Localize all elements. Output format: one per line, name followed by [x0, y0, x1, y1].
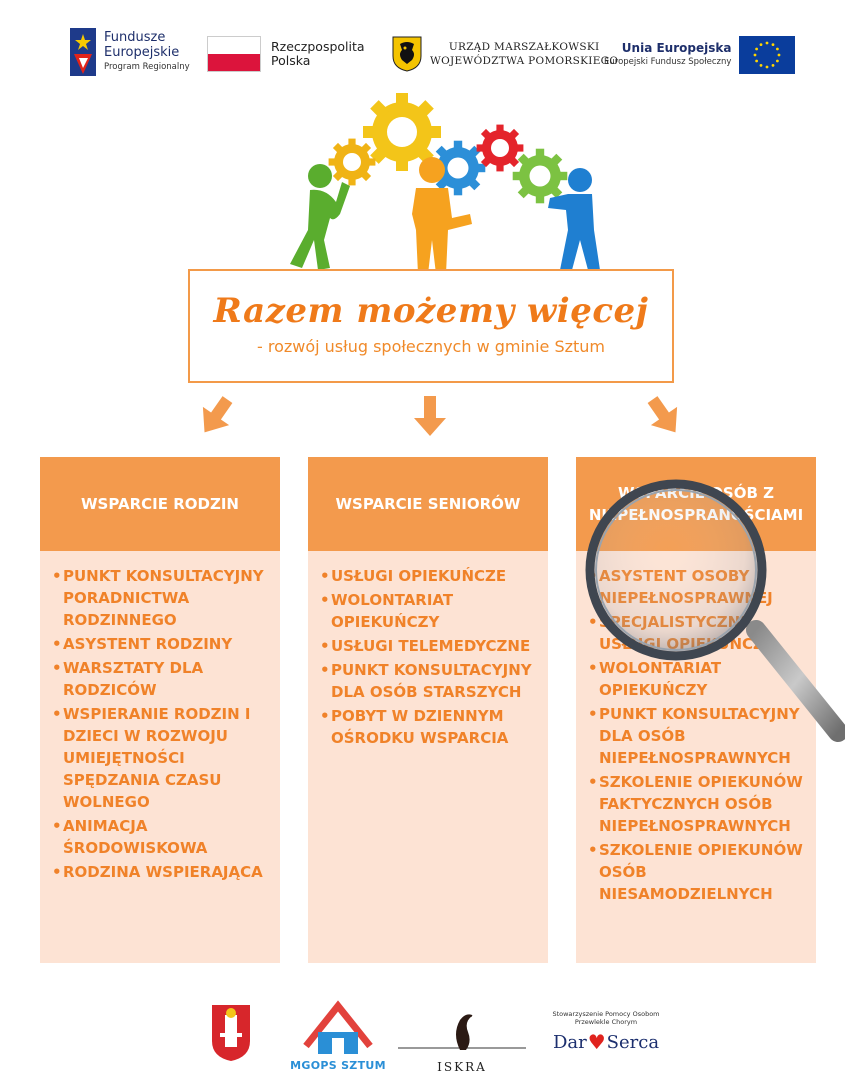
list-item: •ANIMACJA ŚRODOWISKOWA — [52, 817, 208, 857]
um-line1: URZĄD MARSZAŁKOWSKI — [448, 41, 600, 53]
pomorskie-crest-icon — [392, 36, 422, 72]
fe-line3: Program Regionalny — [104, 61, 190, 72]
list-item: •POBYT W DZIENNYM OŚRODKU WSPARCIA — [320, 707, 509, 747]
um-line2: WOJEWÓDZTWA POMORSKIEGO — [430, 55, 619, 67]
list-item: •USŁUGI TELEMEDYCZNE — [320, 637, 531, 655]
unia-europejska-logo: Unia Europejska Europejski Fundusz Społe… — [604, 36, 796, 74]
urzad-marszalkowski-logo: URZĄD MARSZAŁKOWSKI WOJEWÓDZTWA POMORSKI… — [392, 36, 618, 72]
rp-line2: Polska — [271, 53, 311, 68]
dar-serca-org: Stowarzyszenie Pomocy Osobom Przewlekle … — [552, 1010, 660, 1026]
service-list: •USŁUGI OPIEKUŃCZE •WOLONTARIAT OPIEKUŃC… — [308, 551, 548, 749]
list-item: •WARSZTATY DLA RODZICÓW — [52, 659, 204, 699]
list-item: •WOLONTARIAT OPIEKUŃCZY — [588, 659, 722, 699]
dar-serca-name: Dar ♥ Serca — [552, 1030, 660, 1054]
mgops-sztum-logo: MGOPS SZTUM — [288, 1000, 388, 1072]
rzeczpospolita-logo: Rzeczpospolita Polska — [207, 36, 365, 72]
service-list: •ASYSTENT OSOBY NIEPEŁNOSPRAWNEJ •SPECJA… — [576, 551, 816, 905]
page-title: Razem możemy więcej — [213, 291, 649, 331]
eu-flag-icon — [739, 36, 796, 74]
list-item: •SZKOLENIE OPIEKUNÓW OSÓB NIESAMODZIELNY… — [588, 841, 803, 903]
column-heading: WSPARCIE OSÓB Z NIEPEŁNOSPRANOŚCIAMI — [576, 457, 816, 551]
sztum-crest-icon — [212, 1005, 250, 1061]
column-wsparcie-niepelnosprawnych: WSPARCIE OSÓB Z NIEPEŁNOSPRANOŚCIAMI •AS… — [576, 457, 816, 963]
ue-line2: Europejski Fundusz Społeczny — [604, 57, 732, 67]
arrow-down-left-icon — [202, 396, 233, 433]
list-item: •WOLONTARIAT OPIEKUŃCZY — [320, 591, 454, 631]
list-item: •WSPIERANIE RODZIN I DZIECI W ROZWOJU UM… — [52, 705, 251, 811]
arrow-down-icon — [414, 396, 446, 436]
list-item: •ASYSTENT OSOBY NIEPEŁNOSPRAWNEJ — [588, 567, 773, 607]
fe-line2: Europejskie — [104, 44, 180, 60]
column-heading: WSPARCIE RODZIN — [40, 457, 280, 551]
title-box: Razem możemy więcej - rozwój usług społe… — [188, 269, 674, 383]
list-item: •RODZINA WSPIERAJĄCA — [52, 863, 263, 881]
fundusze-europejskie-logo: Fundusze Europejskie Program Regionalny — [70, 28, 190, 76]
column-wsparcie-rodzin: WSPARCIE RODZIN •PUNKT KONSULTACYJNY POR… — [40, 457, 280, 963]
fe-line1: Fundusze — [104, 29, 166, 45]
rp-line1: Rzeczpospolita — [271, 39, 365, 54]
page-subtitle: - rozwój usług społecznych w gminie Sztu… — [256, 337, 605, 356]
list-item: •SPECJALISTYCZNE USŁUGI OPIEKUŃCZE — [588, 613, 775, 653]
iskra-horse-icon — [398, 1014, 526, 1050]
ue-line1: Unia Europejska — [621, 41, 732, 55]
gears-people-icon — [290, 93, 600, 274]
list-item: •PUNKT KONSULTACYJNY PORADNICTWA RODZINN… — [52, 567, 264, 629]
list-item: •PUNKT KONSULTACYJNY DLA OSÓB NIEPEŁNOSP… — [588, 705, 800, 767]
column-wsparcie-seniorow: WSPARCIE SENIORÓW •USŁUGI OPIEKUŃCZE •WO… — [308, 457, 548, 963]
list-item: •USŁUGI OPIEKUŃCZE — [320, 567, 507, 585]
iskra-label: ISKRA — [437, 1060, 487, 1074]
mgops-label: MGOPS SZTUM — [290, 1059, 386, 1072]
column-heading: WSPARCIE SENIORÓW — [308, 457, 548, 551]
arrow-down-right-icon — [647, 396, 678, 433]
dar-serca-logo: Stowarzyszenie Pomocy Osobom Przewlekle … — [548, 1010, 664, 1072]
iskra-logo: ISKRA — [398, 1010, 526, 1074]
list-item: •ASYSTENT RODZINY — [52, 635, 233, 653]
mgops-house-icon — [303, 1000, 373, 1054]
polish-flag-icon — [207, 36, 261, 72]
list-item: •SZKOLENIE OPIEKUNÓW FAKTYCZNYCH OSÓB NI… — [588, 773, 803, 835]
eu-funds-icon — [70, 28, 96, 76]
heart-hands-icon: ♥ — [587, 1030, 606, 1054]
list-item: •PUNKT KONSULTACYJNY DLA OSÓB STARSZYCH — [320, 661, 532, 701]
service-list: •PUNKT KONSULTACYJNY PORADNICTWA RODZINN… — [40, 551, 280, 883]
